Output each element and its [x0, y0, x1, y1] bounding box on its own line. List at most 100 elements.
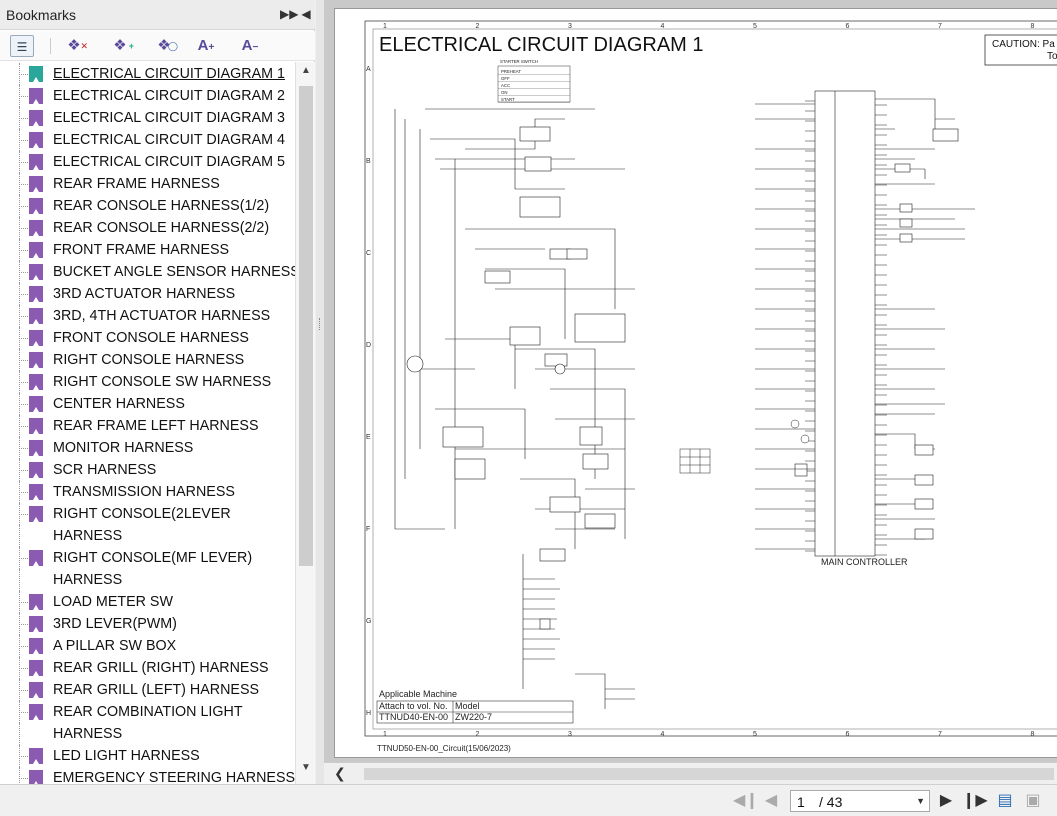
- scroll-up-icon[interactable]: ▲: [301, 65, 311, 76]
- tree-guide-line: [19, 767, 20, 784]
- bookmark-item[interactable]: MONITOR HARNESS: [0, 437, 295, 459]
- bookmark-label: LED LIGHT HARNESS: [53, 748, 200, 764]
- bookmark-icon: [29, 286, 43, 302]
- previous-page-icon[interactable]: ◀: [764, 792, 778, 809]
- tree-guide-hook: [19, 712, 28, 713]
- bookmark-item[interactable]: ELECTRICAL CIRCUIT DIAGRAM 4: [0, 129, 295, 151]
- bookmark-item[interactable]: REAR FRAME LEFT HARNESS: [0, 415, 295, 437]
- bookmark-icon: [29, 418, 43, 434]
- bookmark-item[interactable]: BUCKET ANGLE SENSOR HARNESS: [0, 261, 295, 283]
- bookmark-item[interactable]: A PILLAR SW BOX: [0, 635, 295, 657]
- bookmark-item[interactable]: REAR COMBINATION LIGHT: [0, 701, 295, 723]
- find-bookmark-icon[interactable]: ❖◯: [157, 37, 178, 54]
- bookmark-item-continuation[interactable]: HARNESS: [0, 569, 295, 591]
- bookmark-item[interactable]: 3RD, 4TH ACTUATOR HARNESS: [0, 305, 295, 327]
- bookmark-item[interactable]: 3RD ACTUATOR HARNESS: [0, 283, 295, 305]
- bookmark-item[interactable]: FRONT CONSOLE HARNESS: [0, 327, 295, 349]
- bookmark-item[interactable]: RIGHT CONSOLE(2LEVER: [0, 503, 295, 525]
- bookmark-item[interactable]: ELECTRICAL CIRCUIT DIAGRAM 2: [0, 85, 295, 107]
- bookmark-item[interactable]: EMERGENCY STEERING HARNESS: [0, 767, 295, 784]
- reduce-text-icon[interactable]: A−: [241, 37, 259, 54]
- bookmark-item[interactable]: TRANSMISSION HARNESS: [0, 481, 295, 503]
- current-page[interactable]: 1: [797, 794, 805, 810]
- tree-guide-hook: [19, 448, 28, 449]
- last-page-icon[interactable]: ❙▶: [962, 792, 988, 809]
- bookmark-item[interactable]: REAR GRILL (LEFT) HARNESS: [0, 679, 295, 701]
- starter-switch-label: STARTER SWITCH: [500, 59, 538, 64]
- bookmark-item[interactable]: CENTER HARNESS: [0, 393, 295, 415]
- bookmark-item[interactable]: REAR GRILL (RIGHT) HARNESS: [0, 657, 295, 679]
- scroll-down-icon[interactable]: ▼: [301, 762, 311, 773]
- scroll-left-icon[interactable]: ❮: [334, 765, 346, 781]
- scrollbar-thumb[interactable]: [299, 86, 313, 566]
- bookmark-item[interactable]: REAR CONSOLE HARNESS(1/2): [0, 195, 295, 217]
- grid-column-label: 4: [661, 23, 665, 30]
- shift-lever-grid: [679, 419, 810, 474]
- bookmark-icon: [29, 396, 43, 412]
- bookmark-item[interactable]: ELECTRICAL CIRCUIT DIAGRAM 3: [0, 107, 295, 129]
- bookmark-label: EMERGENCY STEERING HARNESS: [53, 770, 295, 784]
- tree-guide-hook: [19, 668, 28, 669]
- bookmark-item[interactable]: SCR HARNESS: [0, 459, 295, 481]
- next-page-icon[interactable]: ▶: [939, 792, 953, 809]
- horizontal-scrollbar[interactable]: ❮: [324, 762, 1057, 784]
- bookmark-icon: [29, 154, 43, 170]
- bookmark-item[interactable]: FRONT FRAME HARNESS: [0, 239, 295, 261]
- panel-splitter[interactable]: [316, 0, 324, 784]
- enlarge-text-icon[interactable]: A+: [197, 37, 215, 54]
- chevron-down-icon[interactable]: ▼: [916, 796, 925, 806]
- page-number-field[interactable]: 1 / 43 ▼: [790, 790, 930, 812]
- bookmark-label: ELECTRICAL CIRCUIT DIAGRAM 2: [53, 88, 285, 104]
- bookmark-label: LOAD METER SW: [53, 594, 173, 610]
- add-bookmark-icon[interactable]: ❖+: [113, 37, 134, 54]
- tree-guide-line: [19, 525, 20, 547]
- bookmark-label: REAR FRAME HARNESS: [53, 176, 220, 192]
- bookmark-label: RIGHT CONSOLE(2LEVER: [53, 506, 231, 522]
- tree-guide-hook: [19, 470, 28, 471]
- tree-guide-hook: [19, 646, 28, 647]
- bookmark-label: SCR HARNESS: [53, 462, 157, 478]
- first-page-icon[interactable]: ◀❙: [733, 792, 759, 809]
- collapse-panel-icon[interactable]: ◀: [301, 7, 311, 21]
- bookmark-item[interactable]: REAR FRAME HARNESS: [0, 173, 295, 195]
- horizontal-scroll-thumb[interactable]: [364, 768, 1054, 780]
- grid-column-label: 2: [476, 23, 480, 30]
- bookmark-item[interactable]: RIGHT CONSOLE(MF LEVER): [0, 547, 295, 569]
- tree-guide-hook: [19, 338, 28, 339]
- bookmark-item[interactable]: 3RD LEVER(PWM): [0, 613, 295, 635]
- grid-column-label: 7: [938, 23, 942, 30]
- total-pages: / 43: [819, 794, 843, 810]
- bookmark-scrollbar[interactable]: ▲ ▼: [295, 62, 315, 784]
- grid-row-label: H: [366, 710, 371, 717]
- tree-guide-hook: [19, 360, 28, 361]
- grid-row-label: E: [366, 434, 371, 441]
- bookmark-item-continuation[interactable]: HARNESS: [0, 525, 295, 547]
- bookmark-icon: [29, 242, 43, 258]
- bookmark-item[interactable]: LED LIGHT HARNESS: [0, 745, 295, 767]
- caution-text: CAUTION: Pa: [992, 39, 1055, 50]
- expand-panel-icon[interactable]: ▶▶: [280, 7, 299, 21]
- bookmark-icon: [29, 66, 43, 82]
- starter-position-label: START: [501, 97, 515, 102]
- bookmark-item[interactable]: REAR CONSOLE HARNESS(2/2): [0, 217, 295, 239]
- bookmark-icon: [29, 88, 43, 104]
- bookmark-icon: [29, 308, 43, 324]
- grid-column-label: 1: [383, 23, 387, 30]
- bookmark-options-icon[interactable]: ☰: [10, 35, 34, 57]
- bookmark-item-continuation[interactable]: HARNESS: [0, 723, 295, 745]
- bookmark-item[interactable]: RIGHT CONSOLE HARNESS: [0, 349, 295, 371]
- tree-guide-hook: [19, 602, 28, 603]
- delete-bookmark-icon[interactable]: ❖✕: [67, 37, 88, 54]
- grid-row-label: D: [366, 342, 371, 349]
- bookmark-item[interactable]: ELECTRICAL CIRCUIT DIAGRAM 5: [0, 151, 295, 173]
- fit-width-icon[interactable]: ▣: [1025, 792, 1041, 809]
- bookmark-item[interactable]: ELECTRICAL CIRCUIT DIAGRAM 1: [0, 63, 295, 85]
- bookmark-item[interactable]: LOAD METER SW: [0, 591, 295, 613]
- bookmark-icon: [29, 506, 43, 522]
- bookmark-item[interactable]: RIGHT CONSOLE SW HARNESS: [0, 371, 295, 393]
- fit-page-icon[interactable]: ▤: [997, 792, 1013, 809]
- tree-guide-hook: [19, 74, 28, 75]
